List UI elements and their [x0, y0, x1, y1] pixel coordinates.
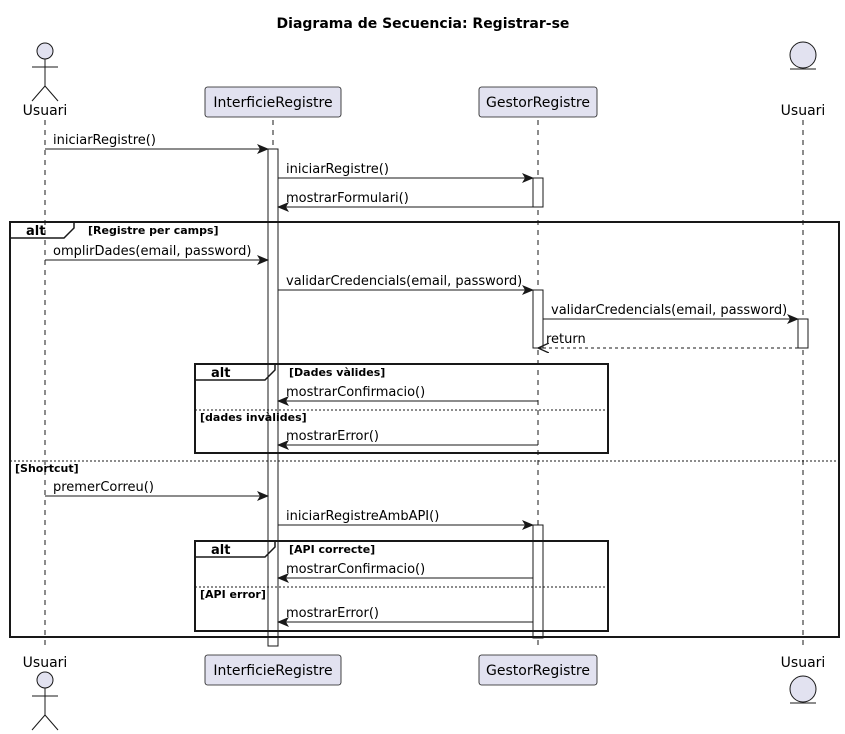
fragment-guard: [Dades vàlides] — [289, 366, 385, 379]
message-label: mostrarError() — [286, 429, 379, 444]
actor-figure-icon — [31, 42, 59, 102]
message: mostrarConfirmacio() — [277, 562, 533, 583]
participant-label: GestorRegistre — [486, 95, 590, 111]
entity-icon — [789, 41, 817, 70]
participant-box — [478, 86, 598, 118]
message-label: premerCorreu() — [53, 480, 154, 495]
message: return — [538, 332, 798, 348]
participant-label: GestorRegistre — [486, 663, 590, 679]
participant-label: Usuari — [23, 103, 68, 119]
activation-bar — [532, 177, 544, 208]
fragment-tab — [195, 364, 276, 381]
message-label: validarCredencials(email, password) — [286, 274, 522, 289]
participant-entity-top: Usuari — [781, 41, 826, 119]
message: mostrarError() — [277, 606, 533, 627]
fragment-tab — [195, 541, 276, 558]
fragment-guard: [Shortcut] — [15, 462, 79, 475]
participant-label: InterficieRegistre — [213, 95, 332, 111]
fragment-guard: [Registre per camps] — [88, 224, 219, 237]
participant-box-bottom: GestorRegistre — [478, 654, 598, 686]
message-label: mostrarConfirmacio() — [286, 562, 425, 577]
alt-fragment: alt [Dades vàlides] [dades invàlides] — [194, 363, 609, 454]
participant-label: Usuari — [781, 103, 826, 119]
participant-box-top: InterficieRegistre — [204, 86, 342, 118]
message-label: validarCredencials(email, password) — [551, 303, 787, 318]
entity-icon — [789, 675, 817, 704]
message-label: mostrarError() — [286, 606, 379, 621]
participant-box-top: GestorRegistre — [478, 86, 598, 118]
actor-figure-icon — [31, 671, 59, 731]
message: iniciarRegistre() — [278, 162, 534, 183]
fragment-guard: [API error] — [200, 588, 266, 601]
activation-bar — [797, 318, 809, 349]
participant-box — [204, 654, 342, 686]
fragment-keyword: alt — [211, 366, 230, 381]
diagram-title: Diagrama de Secuencia: Registrar-se — [277, 16, 570, 32]
participant-entity-bottom: Usuari — [781, 655, 826, 704]
fragment-frame — [194, 540, 609, 632]
message: premerCorreu() — [45, 480, 269, 501]
activation-bar — [267, 148, 279, 647]
message-label: omplirDades(email, password) — [53, 244, 251, 259]
message: mostrarError() — [277, 429, 538, 450]
message: iniciarRegistreAmbAPI() — [278, 509, 534, 530]
message: validarCredencials(email, password) — [278, 274, 534, 295]
participant-box-bottom: InterficieRegistre — [204, 654, 342, 686]
participant-box — [478, 654, 598, 686]
participant-actor-top: Usuari — [23, 42, 68, 119]
fragment-frame — [9, 221, 840, 638]
participant-label: Usuari — [781, 655, 826, 671]
message-label: mostrarFormulari() — [286, 191, 409, 206]
participant-box — [204, 86, 342, 118]
alt-fragment: alt [API correcte] [API error] — [194, 540, 609, 632]
message: mostrarFormulari() — [277, 191, 533, 212]
fragment-keyword: alt — [211, 543, 230, 558]
fragment-tab — [10, 222, 75, 239]
participant-actor-bottom: Usuari — [23, 655, 68, 731]
alt-fragment: alt [Registre per camps] [Shortcut] — [9, 221, 840, 638]
fragment-keyword: alt — [26, 224, 45, 239]
message: omplirDades(email, password) — [45, 244, 269, 265]
message: validarCredencials(email, password) — [543, 303, 799, 324]
activation-bar — [532, 289, 544, 349]
message-label: return — [546, 332, 586, 347]
message-label: iniciarRegistre() — [286, 162, 389, 177]
fragment-frame — [194, 363, 609, 454]
message-label: iniciarRegistre() — [53, 133, 156, 148]
message-label: iniciarRegistreAmbAPI() — [286, 509, 439, 524]
participant-label: Usuari — [23, 655, 68, 671]
message: iniciarRegistre() — [45, 133, 269, 154]
fragment-guard: [dades invàlides] — [200, 411, 307, 424]
participant-label: InterficieRegistre — [213, 663, 332, 679]
fragment-guard: [API correcte] — [289, 543, 375, 556]
message: mostrarConfirmacio() — [277, 385, 538, 406]
message-label: mostrarConfirmacio() — [286, 385, 425, 400]
